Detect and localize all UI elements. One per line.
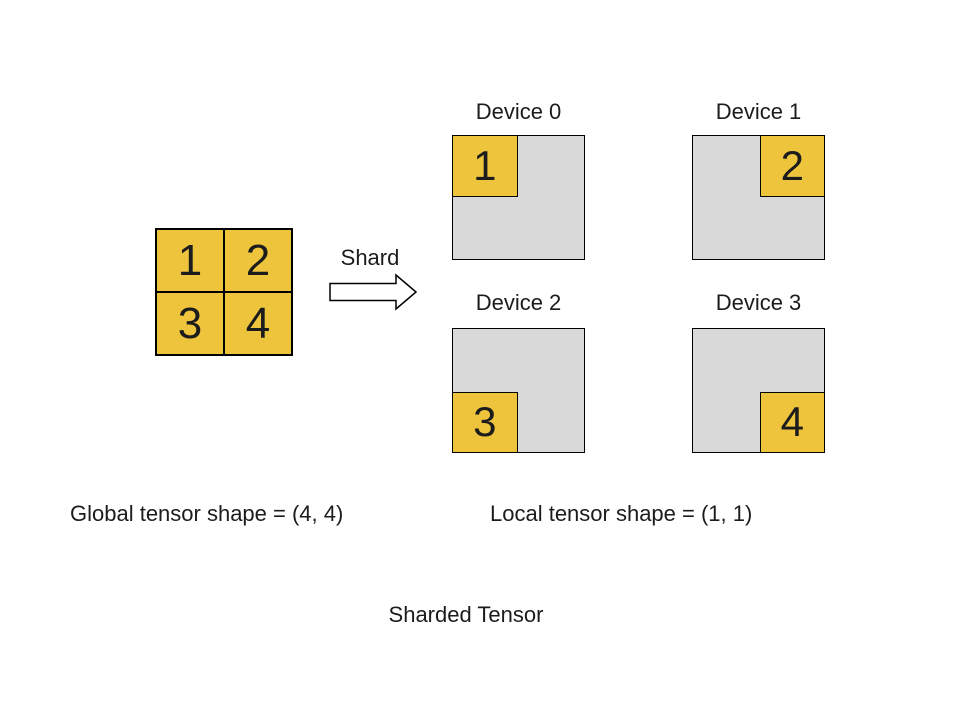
- device-2-shard-cell: 3: [452, 391, 518, 453]
- device-1-box: 2: [692, 135, 825, 260]
- device-1-label: Device 1: [715, 99, 802, 124]
- shard-arrow-icon: [329, 273, 418, 311]
- device-0-shard-cell: 1: [452, 135, 518, 197]
- device-2-label: Device 2: [475, 290, 562, 315]
- local-shape-caption: Local tensor shape = (1, 1): [490, 501, 753, 526]
- global-tensor-cell: 1: [156, 229, 224, 292]
- device-0-label: Device 0: [475, 99, 562, 124]
- device-1-shard-cell: 2: [759, 135, 825, 197]
- device-3-label: Device 3: [715, 290, 802, 315]
- device-2-box: 3: [452, 328, 585, 453]
- device-0-box: 1: [452, 135, 585, 260]
- device-3-shard-cell: 4: [759, 391, 825, 453]
- diagram-title: Sharded Tensor: [388, 602, 544, 627]
- shard-label: Shard: [340, 245, 400, 270]
- global-tensor-cell: 3: [156, 292, 224, 355]
- global-tensor-cell: 4: [224, 292, 292, 355]
- global-tensor-cell: 2: [224, 229, 292, 292]
- device-3-box: 4: [692, 328, 825, 453]
- global-tensor-grid: 1 2 3 4: [155, 228, 293, 356]
- global-shape-caption: Global tensor shape = (4, 4): [70, 501, 344, 526]
